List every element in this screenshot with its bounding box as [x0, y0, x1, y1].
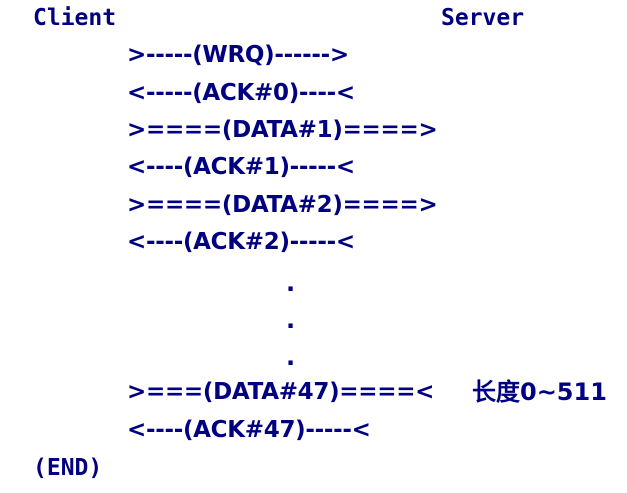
message-ack-47: <----(ACK#47)-----< — [127, 417, 371, 443]
end-label: (END) — [33, 455, 103, 481]
message-wrq: >-----(WRQ)------> — [127, 42, 349, 68]
ellipsis-dot-3: . — [286, 343, 296, 371]
message-data-1: >====(DATA#1)====> — [127, 117, 438, 143]
message-data-2: >====(DATA#2)====> — [127, 192, 438, 218]
length-annotation: 长度0~511 — [472, 378, 607, 406]
server-label: Server — [441, 5, 525, 31]
ellipsis-dot-1: . — [286, 269, 296, 297]
client-label: Client — [33, 5, 117, 31]
message-ack-2: <----(ACK#2)-----< — [127, 229, 355, 255]
message-ack-0: <-----(ACK#0)----< — [127, 80, 355, 106]
message-data-47: >===(DATA#47)====< — [127, 379, 435, 405]
message-ack-1: <----(ACK#1)-----< — [127, 154, 355, 180]
ellipsis-dot-2: . — [286, 306, 296, 334]
